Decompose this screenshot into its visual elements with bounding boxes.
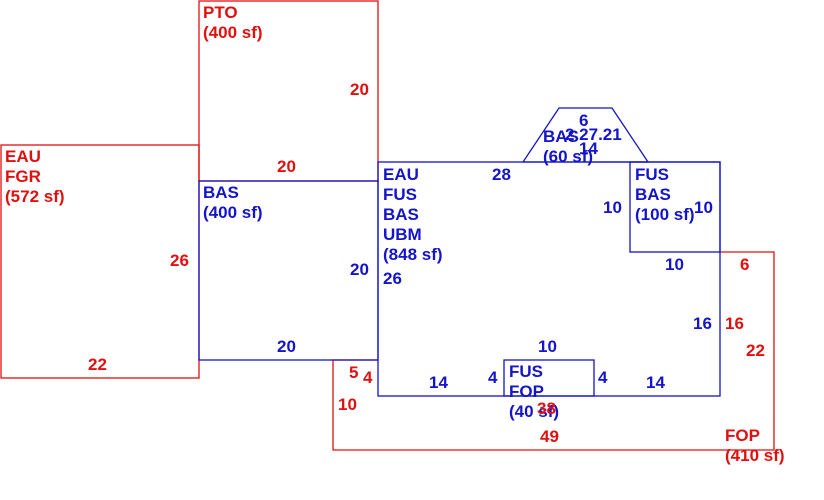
fus-fop-outline [503,359,595,397]
dim-main-right: 16 [693,314,712,333]
fus-bas-outline [629,161,721,253]
bas-left-label: BAS (400 sf) [203,183,263,222]
fus-fop-label: FUS FOP (40 sf) [509,362,559,421]
dim-porch-right: 4 [598,368,608,387]
dim-fop-inner: 16 [725,314,744,333]
bay-window-outline [521,107,650,163]
dim-main-top: 28 [492,165,511,184]
fus-bas-label: FUS BAS (100 sf) [635,165,695,224]
dim-fop-left: 10 [338,395,357,414]
dim-porch-top: 10 [538,337,557,356]
dim-bas-right: 20 [350,260,369,279]
dim-pto-bottom: 20 [277,157,296,176]
dim-notch-blue: 4 [363,368,373,387]
pto-label: PTO (400 sf) [203,3,263,42]
dim-notch-red: 5 [349,363,358,382]
dim-bas-bottom: 20 [277,337,296,356]
dim-pto-right: 20 [350,80,369,99]
dim-fusbas-right: 10 [694,198,713,217]
dim-bay-top: 6 [579,111,588,130]
dim-main-left: 26 [383,269,402,288]
dim-fgr-right: 26 [170,251,189,270]
main-area-label: EAU FUS BAS UBM (848 sf) [383,165,443,264]
dim-fop-bottom: 49 [540,427,559,446]
dim-fgr-bottom: 22 [88,355,107,374]
eau-fgr-label: EAU FGR (572 sf) [5,147,65,206]
fop-label: FOP (410 sf) [725,426,785,465]
dim-fop-right-top: 6 [740,255,749,274]
dim-fusbas-left: 10 [603,198,622,217]
dim-fusbas-bottom: 10 [665,255,684,274]
bay-extra-label: 2.27.21 [565,125,622,144]
dim-bottom-left: 14 [429,373,448,392]
bay-label: BAS (60 sf) [543,127,593,166]
dim-fop-38: 38 [537,399,556,418]
dim-bottom-right: 14 [646,373,665,392]
dim-bay-inner: 14 [579,139,598,158]
dim-porch-left: 4 [488,368,498,387]
dim-fop-right: 22 [746,341,765,360]
